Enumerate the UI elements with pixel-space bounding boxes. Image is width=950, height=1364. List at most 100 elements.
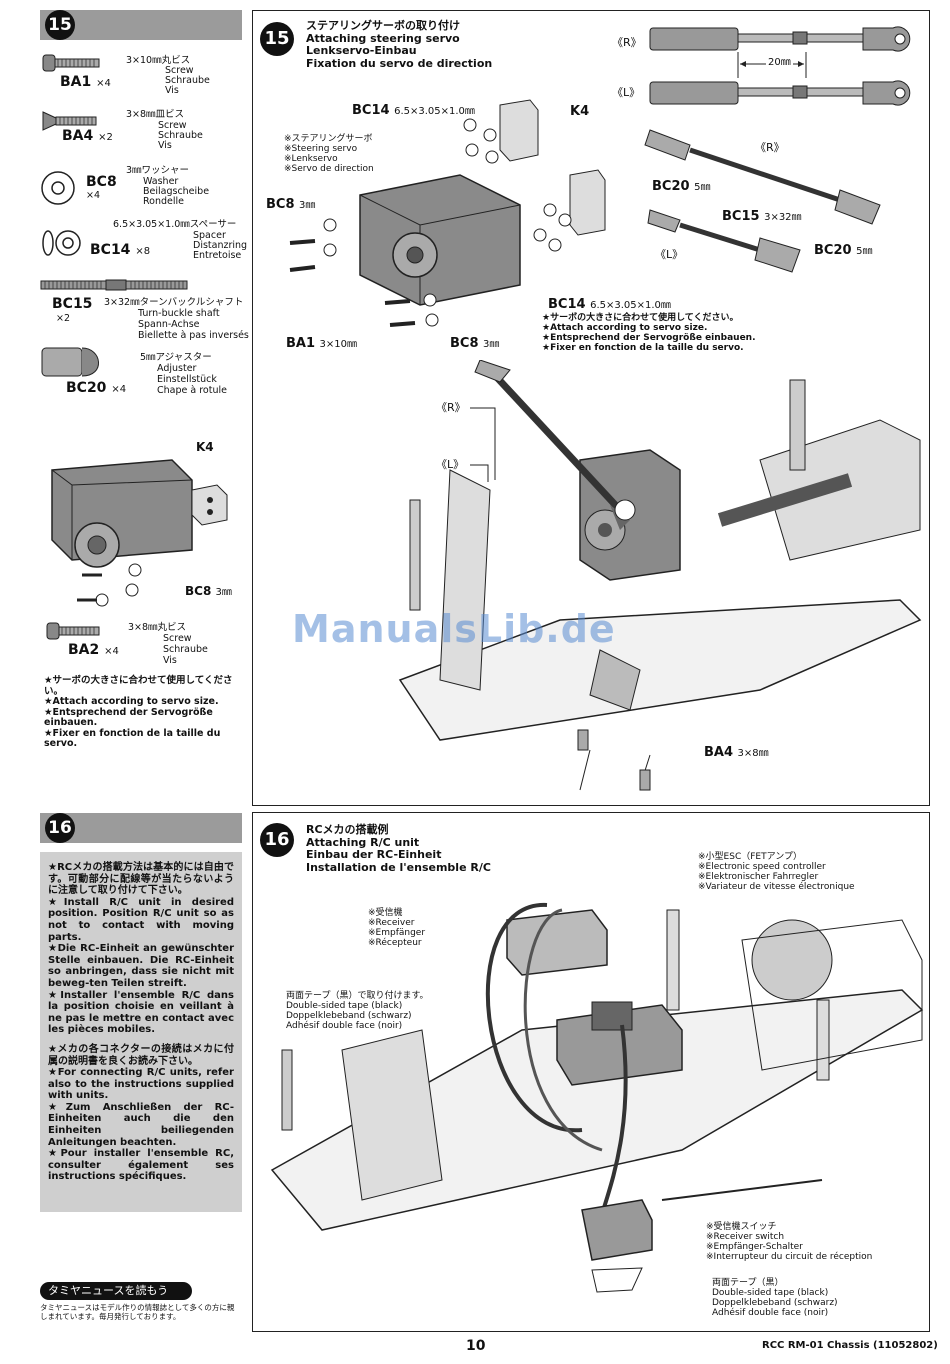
bc8-washer-icon: [41, 171, 75, 205]
receiver-label-de: ※Empfänger: [368, 928, 426, 938]
bc14-spacer-icon: [42, 230, 81, 256]
exploded-servo-diagram: [289, 99, 606, 327]
bc15-jp: 3×32㎜ターンバックルシャフト: [104, 297, 244, 308]
step15-number-badge: 15: [45, 10, 75, 40]
ba2-jp: 3×8㎜丸ビス: [128, 622, 187, 633]
ba1-screw-icon: [42, 54, 100, 72]
side-bc8-label: BC8 3㎜: [185, 584, 232, 598]
instr-2: ★Install R/C unit in desired position. P…: [48, 896, 234, 943]
bc15-code: BC15: [52, 296, 93, 312]
tape-label-en: Double-sided tape (black): [286, 1001, 403, 1011]
ba4-de: Schraube: [158, 130, 203, 141]
main-note-de: ★Entsprechend der Servogröße einbauen.: [542, 333, 756, 343]
turnbuckle-rods-diagram: [649, 26, 911, 106]
step15-frame-badge: 15: [260, 22, 294, 56]
ba1-fr: Vis: [165, 85, 179, 96]
servo-label-jp: ※ステアリングサーボ: [284, 134, 373, 144]
k4-label: K4: [570, 104, 590, 119]
tape-label-de: Doppelklebeband (schwarz): [286, 1011, 412, 1021]
bc20-jp: 5㎜アジャスター: [140, 352, 212, 363]
bc8-qty: ×4: [86, 190, 101, 201]
side-k4-label: K4: [196, 440, 214, 454]
model-code: RCC RM-01 Chassis (11052802): [762, 1340, 938, 1351]
step16-title-en: Attaching R/C unit: [306, 835, 420, 849]
esc-label-de: ※Elektronischer Fahrregler: [698, 872, 819, 882]
instr-3: ★Die RC-Einheit an gewünschter Stelle ei…: [48, 943, 234, 989]
bc20-de: Einstellstück: [157, 374, 217, 385]
instr-7: ★Zum Anschließen der RC-Einheiten auch d…: [48, 1101, 234, 1148]
tape2-label-de: Doppelklebeband (schwarz): [712, 1298, 838, 1308]
servo-label-de: ※Lenkservo: [284, 154, 338, 164]
receiver-label-fr: ※Récepteur: [368, 938, 422, 948]
tape2-label-jp: 両面テープ（黒）: [712, 1278, 784, 1288]
ba4-code: BA4 ×2: [62, 128, 113, 144]
step16-title-jp: RCメカの搭載例: [306, 823, 389, 836]
ba1-jp: 3×10㎜丸ビス: [126, 55, 191, 66]
step16-frame: [252, 812, 930, 1332]
main-note-jp: ★サーボの大きさに合わせて使用してください。: [542, 313, 739, 323]
receiver-switch-label-fr: ※Interrupteur du circuit de réception: [706, 1252, 873, 1262]
ba4-main-label: BA4 3×8㎜: [704, 745, 769, 760]
receiver-switch-label-jp: ※受信機スイッチ: [706, 1222, 777, 1232]
step15-title-de: Lenkservo-Einbau: [306, 44, 417, 57]
bc8-code: BC8: [86, 174, 117, 190]
servo-label-en: ※Steering servo: [284, 144, 358, 154]
ba2-en: Screw: [163, 633, 192, 644]
step15-title-jp: ステアリングサーボの取り付け: [306, 19, 460, 32]
ba1-en: Screw: [165, 65, 194, 76]
side-note-jp: ★サーボの大きさに合わせて使用してください。: [44, 675, 233, 697]
bc14-fr: Entretoise: [193, 250, 242, 261]
receiver-label-en: ※Receiver: [368, 918, 415, 928]
bc20-fr: Chape à rotule: [157, 385, 227, 396]
r-mark-mid: 《R》: [755, 141, 785, 154]
news-heading: タミヤニュースを読もう: [40, 1282, 192, 1300]
bc20-upper-label: BC20 5㎜: [652, 179, 711, 194]
bc14-code: BC14 ×8: [90, 242, 151, 258]
step16-title-de: Einbau der RC-Einheit: [306, 848, 442, 861]
bc14-bottom-label: BC14 6.5×3.05×1.0㎜: [548, 297, 671, 312]
watermark: ManualsLib.de: [292, 607, 616, 651]
l-mark-low: 《L》: [436, 458, 465, 471]
tape2-label-en: Double-sided tape (black): [712, 1288, 829, 1298]
step16-frame-badge: 16: [260, 823, 294, 857]
servo-label-fr: ※Servo de direction: [284, 164, 374, 174]
ba2-code: BA2 ×4: [68, 642, 119, 658]
r-mark-top: 《R》: [612, 36, 642, 49]
l-mark-mid: 《L》: [655, 248, 684, 261]
bc15-qty: ×2: [56, 313, 71, 324]
bc20-code: BC20 ×4: [66, 380, 127, 396]
bc15-en: Turn-buckle shaft: [138, 308, 220, 319]
instr-8: ★Pour installer l'ensemble RC, consulter…: [48, 1148, 234, 1183]
page-number: 10: [466, 1338, 486, 1354]
dim-20mm: 20㎜: [766, 57, 793, 68]
leader-lines-rl: [470, 407, 496, 482]
bc20-adjuster-icon: [41, 347, 99, 377]
bc20-lower-label: BC20 5㎜: [814, 243, 873, 258]
instr-4: ★Installer l'ensemble R/C dans la positi…: [48, 989, 234, 1036]
r-mark-low: 《R》: [436, 401, 466, 414]
tape-label-fr: Adhésif double face (noir): [286, 1021, 403, 1031]
step16-number-badge: 16: [45, 813, 75, 843]
step16-title: RCメカの搭載例 Attaching R/C unit Einbau der R…: [306, 823, 491, 874]
step15-frame: [252, 10, 930, 806]
side-note: ★サーボの大きさに合わせて使用してください。 ★Attach according…: [44, 675, 240, 750]
step16-chassis-assembly: [270, 902, 924, 1293]
receiver-label: ※受信機 ※Receiver ※Empfänger ※Récepteur: [368, 908, 425, 948]
tape2-label-fr: Adhésif double face (noir): [712, 1308, 829, 1318]
ba2-fr: Vis: [163, 655, 177, 666]
step15-title-en: Attaching steering servo: [306, 31, 460, 45]
receiver-label-jp: ※受信機: [368, 908, 403, 918]
step16-title-fr: Installation de l'ensemble R/C: [306, 860, 491, 874]
bc15-de: Spann-Achse: [138, 319, 200, 330]
tape2-label: 両面テープ（黒） Double-sided tape (black) Doppe…: [712, 1278, 838, 1318]
step16-instructions-box: ★RCメカの搭載方法は基本的には自由です。可動部分に配線等が当たらないように注意…: [40, 852, 242, 1212]
bc14-jp: 6.5×3.05×1.0㎜スペーサー: [113, 219, 237, 230]
main-note-fr: ★Fixer en fonction de la taille du servo…: [542, 343, 744, 353]
instr-1: ★RCメカの搭載方法は基本的には自由です。可動部分に配線等が当たらないように注意…: [48, 862, 234, 897]
step15-title: ステアリングサーボの取り付け Attaching steering servo …: [306, 19, 492, 70]
ba4-fr: Vis: [158, 140, 172, 151]
step15-chassis-assembly: [398, 360, 922, 791]
bc14-en: Spacer: [193, 230, 226, 241]
bc20-en: Adjuster: [157, 363, 197, 374]
ba4-en: Screw: [158, 120, 187, 131]
